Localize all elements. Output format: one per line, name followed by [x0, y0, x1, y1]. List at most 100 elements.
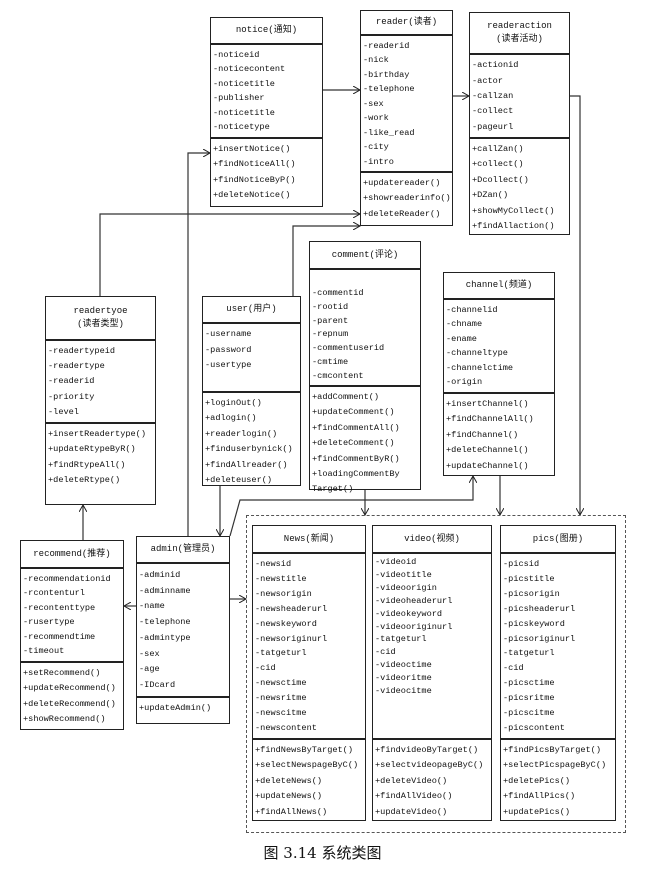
method: +insertChannel(): [446, 399, 529, 409]
attribute: -readertypeid: [48, 346, 116, 357]
attribute: -videotitle: [375, 569, 432, 580]
method: +deletePics(): [503, 775, 571, 786]
method: +selectNewspageByC(): [255, 760, 359, 771]
attribute-list: -recommendationid-rcontenturl-recontentt…: [21, 569, 123, 663]
class-subtitle: (读者活动): [496, 34, 543, 44]
class-header: comment(评论): [310, 242, 420, 270]
attribute-list: -actionid-actor-callzan-collect-pageurl: [470, 55, 569, 139]
class-subtitle: (读者类型): [77, 319, 124, 329]
method: +Dcollect(): [472, 174, 529, 185]
attribute: -intro: [363, 156, 394, 167]
method-list: +insertNotice() +findNoticeAll() +findNoti…: [211, 139, 322, 206]
method: +adlogin(): [205, 413, 257, 424]
attribute-list: -videoid-videotitle-videoorigin-videohea…: [373, 554, 491, 740]
attribute: -publisher: [213, 93, 265, 104]
attribute-list: -adminid-adminname-name-telephone-admint…: [137, 564, 229, 698]
admin-to-channel: [229, 476, 473, 537]
attribute-list: -username-password-usertype: [203, 324, 300, 393]
method: +insertNotice(): [213, 144, 291, 154]
attribute: -picsid: [503, 558, 540, 569]
attribute: -adminname: [139, 585, 191, 596]
admin-to-notice: [187, 153, 210, 536]
attribute: [312, 274, 420, 284]
method: +findvideoByTarget(): [375, 745, 479, 755]
attribute: -picsoriginurl: [503, 633, 576, 644]
class-title: admin(管理员): [150, 544, 216, 554]
readeraction-to-pics: [570, 95, 580, 515]
attribute: -commentid: [312, 287, 364, 298]
class-readeraction: readeraction (读者活动) -actionid-actor-callza…: [469, 12, 570, 235]
method-list: +insertReadertype()+updateRtypeByR()+fin…: [46, 424, 155, 504]
attribute-list: -noticeid -noticecontent -noticetitle -publ…: [211, 45, 322, 139]
attribute: -rcontenturl: [23, 588, 85, 599]
class-user: user(用户)-username-password-usertype +log…: [202, 296, 301, 486]
attribute: -newstitle: [255, 573, 307, 584]
method: +findAllNews(): [255, 806, 328, 817]
method: +deleteuser(): [205, 475, 273, 486]
method: +findAllPics(): [503, 791, 576, 802]
class-reader: reader(读者)-readerid-nick-birthday-teleph…: [360, 10, 453, 226]
attribute: -newscontent: [255, 723, 317, 734]
attribute: -like_read: [363, 127, 415, 138]
attribute: -channelctime: [446, 362, 514, 373]
method: +updatereader(): [363, 178, 441, 188]
attribute: -noticecontent: [213, 64, 286, 75]
method: +deleteReader(): [363, 208, 441, 219]
attribute-list: -picsid-picstitle-picsorigin-picsheaderu…: [501, 554, 615, 740]
attribute: [205, 376, 300, 386]
attribute: -videoid: [375, 556, 417, 567]
attribute: -picsheaderurl: [503, 603, 576, 614]
attribute: -newskeyword: [255, 618, 317, 629]
attribute: -newscitme: [255, 708, 307, 719]
attribute: -chname: [446, 319, 483, 330]
attribute: -level: [48, 406, 79, 417]
attribute: -newsoriginurl: [255, 633, 328, 644]
method: +findAllreader(): [205, 459, 288, 470]
attribute: -picsctime: [503, 678, 555, 689]
class-news: News(新闻)-newsid-newstitle-newsorigin-new…: [252, 525, 366, 821]
attribute: -cid: [375, 647, 396, 658]
method: +updateNews(): [255, 791, 323, 802]
method: +updateVideo(): [375, 806, 448, 817]
attribute: -videoorigin: [375, 582, 437, 593]
attribute: -usertype: [205, 360, 252, 371]
attribute: -picskeyword: [503, 618, 565, 629]
method: +insertReadertype(): [48, 429, 146, 439]
class-header: reader(读者): [361, 11, 452, 36]
attribute: -birthday: [363, 69, 410, 80]
readertype-to-reader: [99, 214, 360, 296]
attribute: -readerid: [48, 376, 95, 387]
attribute: -newsid: [255, 558, 292, 569]
class-admin: admin(管理员)-adminid-adminname-name-teleph…: [136, 536, 230, 724]
attribute: -videoritme: [375, 673, 432, 684]
method: +loadingCommentBy: [312, 469, 400, 480]
method: +selectPicspageByC(): [503, 760, 607, 771]
method: +findNoticeAll(): [213, 159, 296, 170]
attribute: -ename: [446, 333, 477, 344]
attribute: -noticetitle: [213, 107, 275, 118]
method: +findNoticeByP(): [213, 174, 296, 185]
attribute: -name: [139, 601, 165, 612]
class-header: video(视频): [373, 526, 491, 554]
method-list: +insertChannel()+findChannelAll()+findCh…: [444, 394, 554, 475]
attribute: -cid: [503, 663, 524, 674]
class-header: channel(频道): [444, 273, 554, 300]
attribute: -adminid: [139, 569, 181, 580]
attribute: -recontenttype: [23, 602, 96, 613]
class-title: readeraction: [487, 21, 552, 31]
attribute: -nick: [363, 55, 389, 65]
attribute: -readertype: [48, 361, 105, 372]
attribute: -noticetitle: [213, 78, 275, 89]
class-header: admin(管理员): [137, 537, 229, 564]
attribute: -actionid: [472, 60, 519, 71]
class-title: notice(通知): [235, 25, 298, 35]
attribute: -commentuserid: [312, 343, 385, 354]
method: +deleteRecommend(): [23, 698, 116, 709]
attribute: -noticeid: [213, 49, 260, 60]
method: +deleteNotice(): [213, 190, 291, 201]
class-header: notice(通知): [211, 18, 322, 45]
attribute: -cmtime: [312, 357, 349, 368]
attribute-list: -channelid-chname-ename-channeltype-chan…: [444, 300, 554, 394]
attribute: -picstitle: [503, 573, 555, 584]
